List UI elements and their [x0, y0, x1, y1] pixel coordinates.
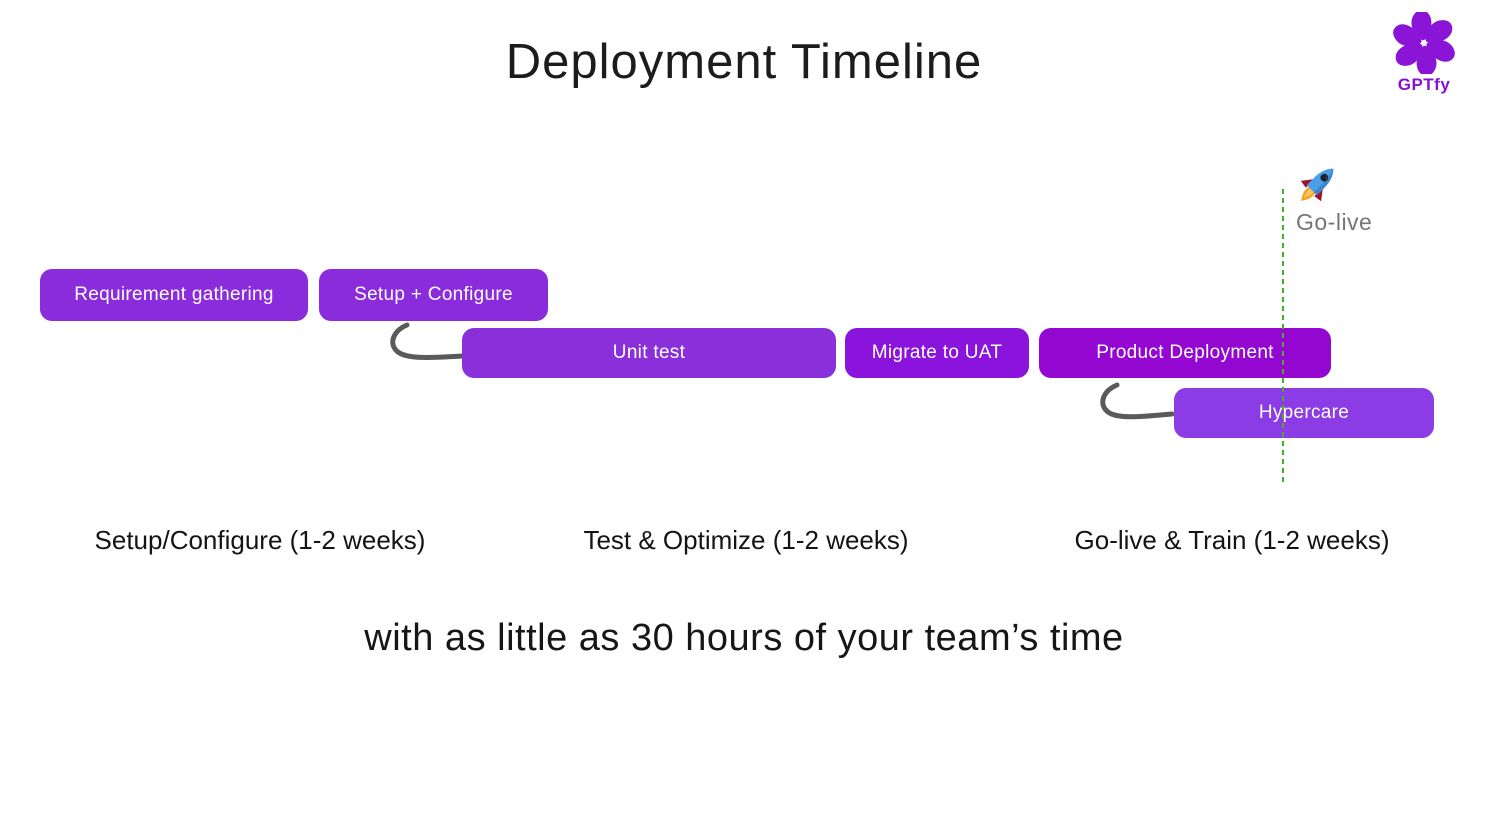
rocket-icon	[1300, 168, 1334, 202]
connector-setup-to-unittest	[390, 322, 465, 360]
phase-label-setup-configure: Setup/Configure (1-2 weeks)	[94, 525, 426, 555]
timeline-bar-hypercare: Hypercare	[1174, 388, 1434, 438]
phase-label-golive-train: Go-live & Train (1-2 weeks)	[1074, 525, 1390, 555]
connector-deploy-to-hypercare	[1100, 382, 1175, 420]
gptfy-logo: GPTfy	[1382, 12, 1466, 95]
gptfy-pinwheel-icon	[1393, 12, 1455, 74]
tagline: with as little as 30 hours of your team’…	[364, 617, 1124, 659]
timeline-bar-product-deployment: Product Deployment	[1039, 328, 1331, 378]
go-live-label: Go-live	[1296, 209, 1373, 235]
phase-label-test-optimize: Test & Optimize (1-2 weeks)	[583, 525, 909, 555]
page-title: Deployment Timeline	[505, 35, 983, 89]
timeline-bar-setup-configure: Setup + Configure	[319, 269, 548, 321]
timeline-bar-requirement-gathering: Requirement gathering	[40, 269, 308, 321]
timeline-bar-migrate-to-uat: Migrate to UAT	[845, 328, 1029, 378]
timeline-bar-unit-test: Unit test	[462, 328, 836, 378]
gptfy-logo-text: GPTfy	[1397, 75, 1451, 94]
